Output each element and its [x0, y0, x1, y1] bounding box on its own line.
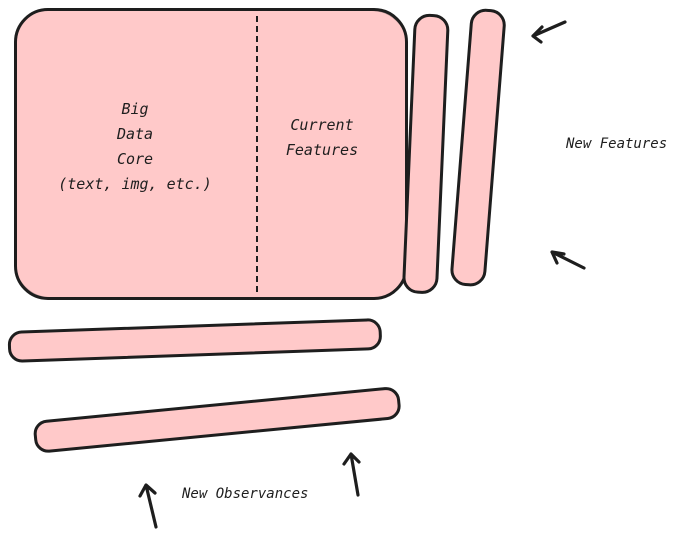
- arrow-left-up-icon: [548, 244, 588, 272]
- new-feature-bar-2: [449, 7, 507, 288]
- current-features-label: Current Features: [285, 116, 359, 159]
- arrow-left-down-icon: [528, 18, 568, 44]
- new-observance-bar-1: [7, 317, 383, 363]
- new-observance-bar-2: [32, 385, 402, 454]
- big-data-core-box: Big Data Core (text, img, etc.) Current …: [14, 8, 408, 300]
- dashed-divider: [256, 16, 258, 292]
- new-features-label: New Features: [566, 136, 668, 152]
- arrow-up-left-icon: [138, 480, 164, 530]
- new-feature-bar-1: [401, 13, 450, 295]
- big-data-core-label: Big Data Core (text, img, etc.): [58, 100, 212, 193]
- new-observances-label: New Observances: [182, 486, 309, 502]
- arrow-up-icon: [342, 450, 368, 498]
